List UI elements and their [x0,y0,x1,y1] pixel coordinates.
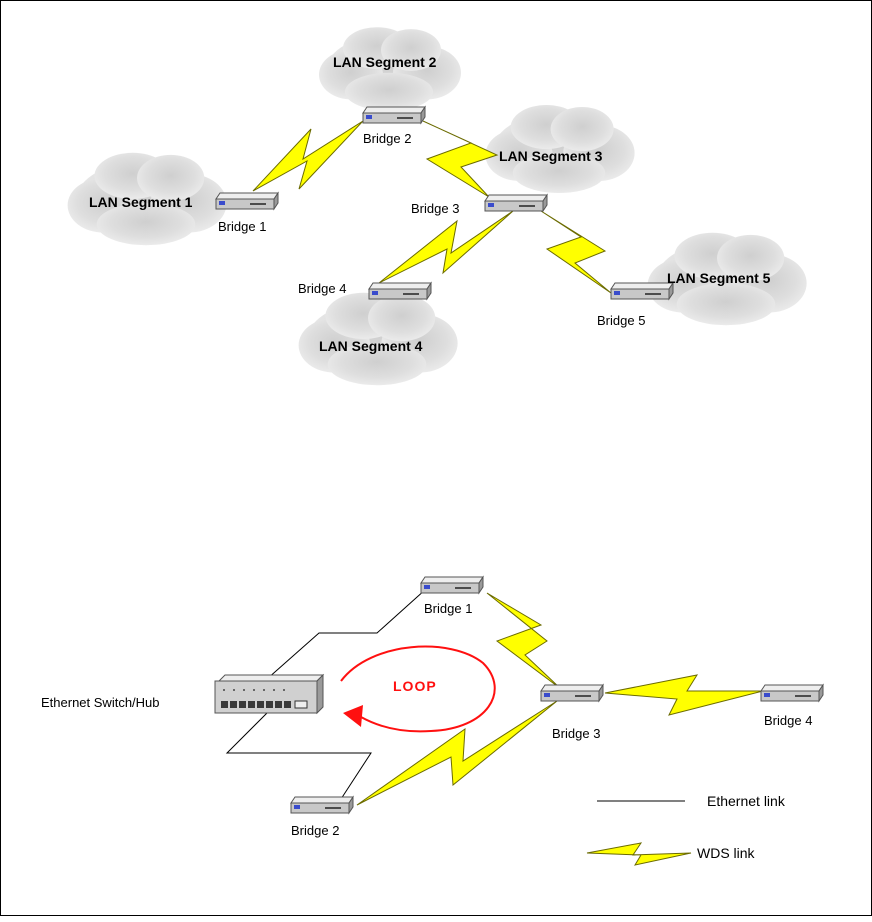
legend-wds-icon [587,843,691,865]
bottom-bridge-4-label: Bridge 4 [764,713,812,728]
bottom-bridge-2-label: Bridge 2 [291,823,339,838]
wds-link-b1-b3 [487,593,561,689]
top-diagram: LAN Segment 2 LAN Segment 3 LAN Segment … [68,27,807,385]
ethernet-link-switch-b2 [227,713,371,799]
legend-ethernet-label: Ethernet link [707,793,786,809]
wds-link-b3-b2 [357,701,557,805]
lan-segment-1-label: LAN Segment 1 [89,194,193,210]
wds-link-b1-b2 [253,121,363,191]
wds-link-b3-b4 [605,675,763,715]
bottom-bridge-1-label: Bridge 1 [424,601,472,616]
bridge-5-label: Bridge 5 [597,313,645,328]
legend-wds-label: WDS link [697,845,756,861]
wds-link-b3-b5 [541,211,611,293]
bottom-diagram: LOOP Ethernet Switch/Hub Bridge 1 Bridge… [41,577,823,865]
lan-segment-4-label: LAN Segment 4 [319,338,423,354]
ethernet-link-switch-b1 [267,589,426,679]
bridge-device-2 [363,107,425,123]
bridge-device-4-bottom [761,685,823,701]
bridge-device-5 [611,283,673,299]
bridge-device-3 [485,195,547,211]
bridge-2-label: Bridge 2 [363,131,411,146]
lan-segment-3-label: LAN Segment 3 [499,148,603,164]
bottom-bridge-3-label: Bridge 3 [552,726,600,741]
lan-segment-2-label: LAN Segment 2 [333,54,437,70]
lan-segment-5-label: LAN Segment 5 [667,270,771,286]
bridge-device-4 [369,283,431,299]
bridge-device-1 [216,193,278,209]
bridge-3-label: Bridge 3 [411,201,459,216]
loop-arrow-head-icon [343,705,363,727]
bridge-device-1-bottom [421,577,483,593]
switch-label: Ethernet Switch/Hub [41,695,160,710]
legend: Ethernet link WDS link [587,793,786,865]
bridge-4-label: Bridge 4 [298,281,346,296]
bridge-device-2-bottom [291,797,353,813]
ethernet-switch-icon [215,675,323,713]
loop-label: LOOP [393,678,437,694]
bridge-1-label: Bridge 1 [218,219,266,234]
bridge-device-3-bottom [541,685,603,701]
wds-link-b2-b3 [423,121,497,197]
wds-link-b3-b4 [379,211,513,283]
